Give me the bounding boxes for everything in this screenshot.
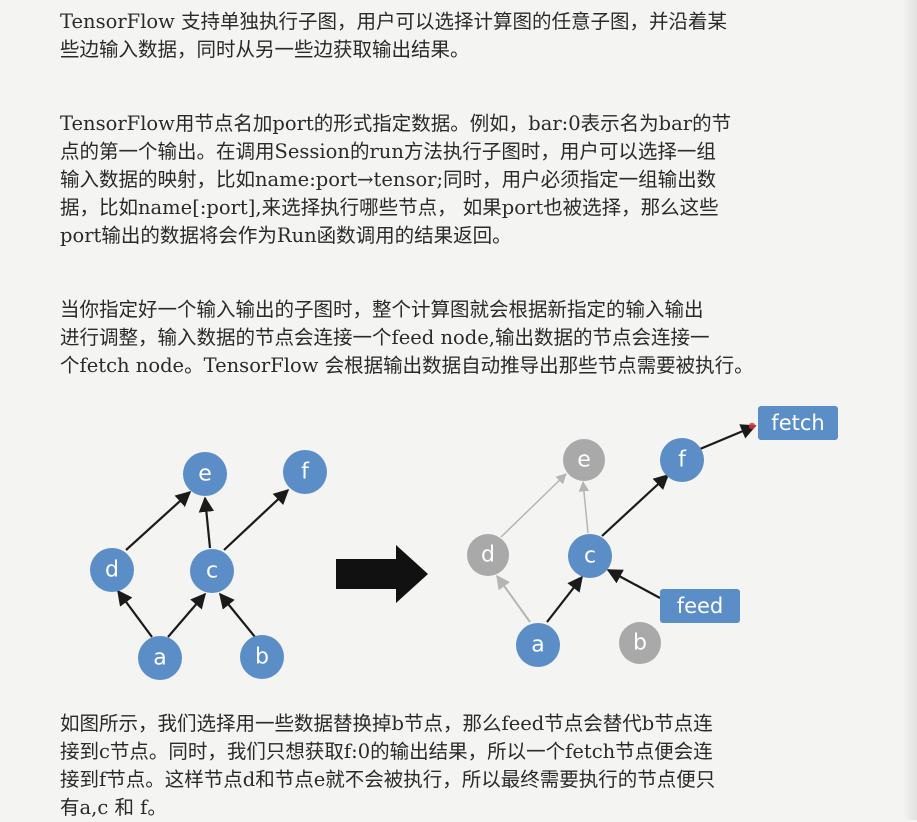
text-line: 当你指定好一个输入输出的子图时，整个计算图就会根据新指定的输入输出 (60, 298, 704, 321)
edge-a-c (167, 592, 207, 638)
subgraph-diagram: e f d c a b (90, 406, 838, 680)
node-d: d (90, 548, 134, 592)
svg-text:fetch: fetch (771, 411, 824, 435)
edge-a-c-active (546, 575, 583, 623)
edge-c-e-inactive (578, 480, 590, 534)
svg-text:d: d (105, 558, 119, 583)
node-f-active: f (660, 438, 704, 482)
paragraph-port-spec: TensorFlow用节点名加port的形式指定数据。例如，bar:0表示名为b… (60, 110, 880, 250)
paragraph-feed-fetch: 当你指定好一个输入输出的子图时，整个计算图就会根据新指定的输入输出 进行调整，输… (60, 296, 880, 380)
page-edge-shadow (903, 0, 917, 820)
node-a: a (138, 636, 182, 680)
text-line: TensorFlow 支持单独执行子图，用户可以选择计算图的任意子图，并沿着某 (60, 10, 728, 33)
text-line: 进行调整，输入数据的节点会连接一个feed node,输出数据的节点会连接一 (60, 326, 710, 349)
text-line: 些边输入数据，同时从另一些边获取输出结果。 (60, 38, 470, 61)
transform-arrow-icon (336, 545, 428, 603)
svg-text:a: a (153, 646, 166, 671)
paragraph-example-explanation: 如图所示，我们选择用一些数据替换掉b节点，那么feed节点会替代b节点连 接到c… (60, 710, 880, 822)
edge-c-f-active (601, 473, 670, 537)
node-f: f (283, 450, 327, 494)
svg-text:b: b (255, 645, 269, 670)
paragraph-subgraph-intro: TensorFlow 支持单独执行子图，用户可以选择计算图的任意子图，并沿着某 … (60, 8, 880, 64)
text-line: 有a,c 和 f。 (60, 796, 167, 819)
left-graph: e f d c a b (90, 450, 327, 680)
text-line: TensorFlow用节点名加port的形式指定数据。例如，bar:0表示名为b… (60, 112, 732, 135)
pointer-dot (748, 422, 756, 430)
text-line: 个fetch node。TensorFlow 会根据输出数据自动推导出那些节点需… (60, 354, 754, 377)
text-line: 接到f节点。这样节点d和节点e就不会被执行，所以最终需要执行的节点便只 (60, 768, 716, 791)
node-a-active: a (516, 623, 560, 667)
edge-c-f (223, 488, 290, 551)
svg-text:e: e (198, 462, 212, 487)
node-e: e (183, 452, 227, 496)
svg-text:e: e (577, 448, 591, 473)
feed-box: feed (660, 589, 740, 623)
text-line: 点的第一个输出。在调用Session的run方法执行子图时，用户可以选择一组 (60, 140, 716, 163)
edge-a-d-inactive (496, 574, 531, 623)
svg-text:feed: feed (677, 594, 724, 618)
edge-d-e (125, 490, 192, 551)
right-graph: e f d c a b (467, 406, 838, 667)
edge-a-d (117, 589, 153, 638)
edge-feed-c (606, 569, 661, 599)
node-c: c (190, 549, 234, 593)
svg-text:b: b (633, 631, 647, 656)
svg-text:f: f (678, 448, 687, 473)
text-line: 输入数据的映射，比如name:port→tensor;同时，用户必须指定一组输出… (60, 168, 717, 191)
svg-text:a: a (531, 633, 544, 658)
fetch-box: fetch (758, 406, 838, 440)
svg-text:c: c (584, 544, 596, 569)
node-b-inactive: b (619, 622, 661, 664)
edge-d-e-inactive (500, 473, 567, 538)
svg-text:d: d (481, 543, 495, 568)
edge-c-e (198, 496, 215, 549)
text-line: 接到c节点。同时，我们只想获取f:0的输出结果，所以一个fetch节点便会连 (60, 740, 713, 763)
node-c-active: c (568, 534, 612, 578)
svg-text:f: f (301, 460, 310, 485)
node-e-inactive: e (563, 439, 605, 481)
text-line: 据，比如name[:port],来选择执行哪些节点， 如果port也被选择，那么… (60, 196, 719, 219)
text-line: 如图所示，我们选择用一些数据替换掉b节点，那么feed节点会替代b节点连 (60, 712, 713, 735)
text-line: port输出的数据将会作为Run函数调用的结果返回。 (60, 224, 512, 247)
node-d-inactive: d (467, 534, 509, 576)
edge-f-fetch (699, 424, 757, 451)
svg-text:c: c (206, 559, 218, 584)
edge-b-c (219, 592, 256, 638)
node-b: b (240, 635, 284, 679)
